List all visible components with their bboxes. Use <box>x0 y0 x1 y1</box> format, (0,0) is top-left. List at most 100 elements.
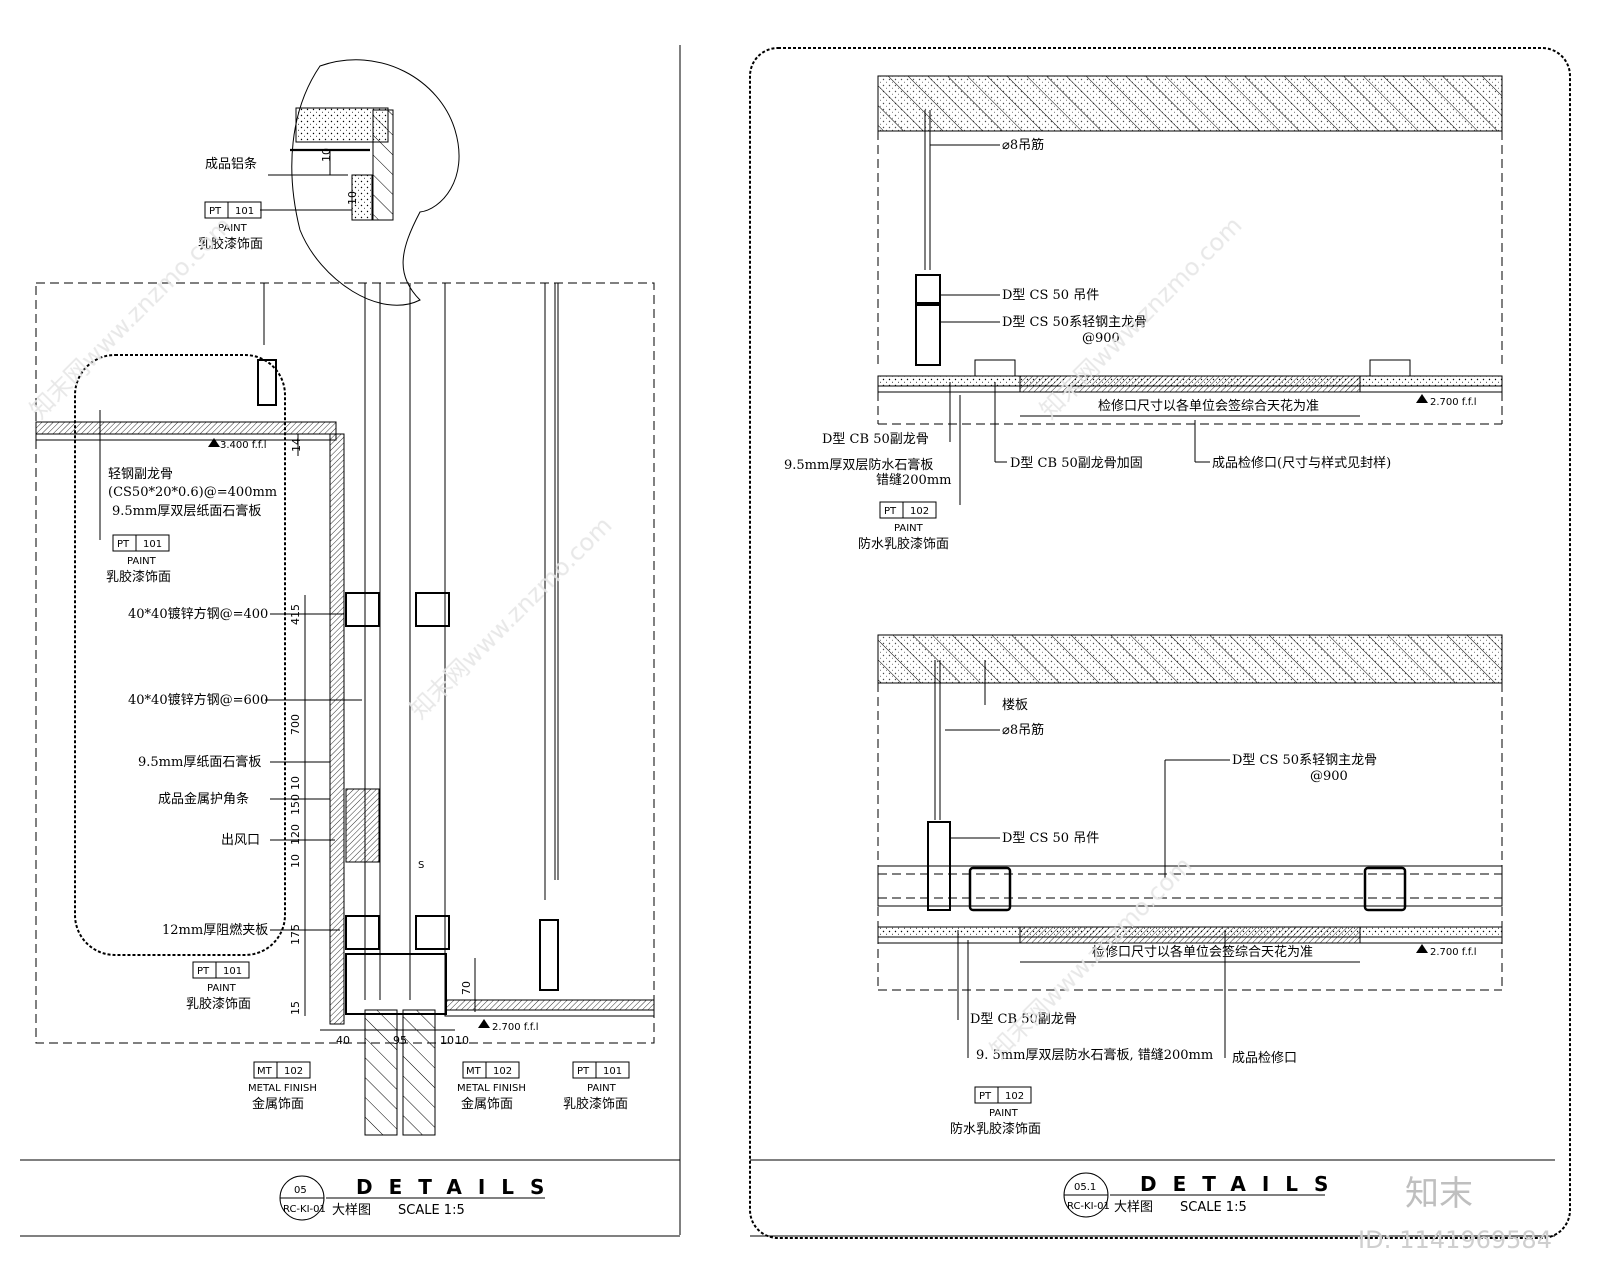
dim-150: 150 <box>289 794 302 815</box>
tag-a: PT 101 PAINT 乳胶漆饰面 <box>106 534 171 585</box>
upper-callout-stagger: 错缝200mm <box>876 473 951 488</box>
tag-num: 101 <box>603 1066 622 1077</box>
lower-callout-gypsum: 9. 5mm厚双层防水石膏板, 错缝200mm <box>976 1047 1213 1063</box>
image-id-watermark: ID: 1141969584 <box>1358 1226 1552 1254</box>
tag-code: PT <box>979 1091 992 1102</box>
level-top: 3.400 f.f.l <box>220 440 267 451</box>
tag-desc: 乳胶漆饰面 <box>563 1096 628 1112</box>
upper-callout-reinforce: D型 CB 50副龙骨加固 <box>1010 456 1143 471</box>
revision-cloud-left <box>74 354 286 956</box>
tag-sub: PAINT <box>894 523 924 534</box>
dim-70: 70 <box>460 981 473 995</box>
upper-callout-main-keel: D型 CS 50系轻钢主龙骨 <box>1002 315 1147 330</box>
callout-tube-600: 40*40镀锌方钢@=600 <box>128 692 268 708</box>
callout-light-steel-keel: 轻钢副龙骨 <box>108 467 173 482</box>
tag-c: MT 102 METAL FINISH 金属饰面 <box>248 1061 317 1112</box>
upper-level-marker <box>1416 394 1428 403</box>
upper-callout-rod: ⌀8吊筋 <box>1002 137 1044 153</box>
tag-sub: METAL FINISH <box>457 1083 526 1094</box>
tag-code: PT <box>209 206 222 217</box>
left-title-block: 05 RC-KI-01 DETAILS 大样图 SCALE 1:5 <box>279 1175 560 1221</box>
upper-callout-spacing: @900 <box>1082 331 1120 346</box>
title-word: DETAILS <box>356 1175 560 1199</box>
callout-air-outlet: 出风口 <box>221 833 260 848</box>
callout-plywood: 12mm厚阻燃夹板 <box>162 922 268 938</box>
tag-num: 102 <box>1005 1091 1024 1102</box>
callout-corner-guard: 成品金属护角条 <box>158 791 249 807</box>
dim-10-d: 10 <box>455 1034 469 1047</box>
tag-code: PT <box>577 1066 590 1077</box>
revision-cloud-right <box>749 47 1571 1239</box>
upper-level: 2.700 f.f.l <box>1430 397 1477 408</box>
tag-e: PT 101 PAINT 乳胶漆饰面 <box>563 1061 630 1112</box>
title-num: 05 <box>294 1185 307 1196</box>
tag-sub: PAINT <box>587 1083 617 1094</box>
inset-finish-tag: PT 101 PAINT 乳胶漆饰面 <box>198 201 263 252</box>
callout-keel-spec: (CS50*20*0.6)@=400mm <box>108 485 277 500</box>
tag-num: 101 <box>223 966 242 977</box>
lower-callout-access-size: 检修口尺寸以各单位会签综合天花为准 <box>1092 944 1313 960</box>
right-lower-drawing <box>877 634 1503 1058</box>
lower-callout-slab: 楼板 <box>1002 698 1028 713</box>
watermark-text: 知末网www.znzmo.com <box>24 211 237 424</box>
lower-level: 2.700 f.f.l <box>1430 947 1477 958</box>
lower-callout-sub-keel: D型 CB 50副龙骨 <box>970 1012 1077 1027</box>
tag-num: 102 <box>284 1066 303 1077</box>
left-detail-drawing <box>35 59 655 1136</box>
inset-dim-a: 10 <box>320 148 333 162</box>
tag-desc: 防水乳胶漆饰面 <box>858 536 949 552</box>
dim-10-c: 10 <box>440 1034 454 1047</box>
title-cn: 大样图 <box>1114 1200 1153 1215</box>
upper-callout-gypsum: 9.5mm厚双层防水石膏板 <box>784 457 933 473</box>
tag-code: MT <box>257 1066 273 1077</box>
upper-callout-access-size: 检修口尺寸以各单位会签综合天花为准 <box>1098 398 1319 414</box>
upper-callout-sub-keel: D型 CB 50副龙骨 <box>822 432 929 447</box>
watermark-text: 知末网www.znzmo.com <box>404 511 617 724</box>
lower-callout-spacing: @900 <box>1310 769 1348 784</box>
lower-callout-main-keel: D型 CS 50系轻钢主龙骨 <box>1232 753 1377 768</box>
dim-40: 40 <box>336 1034 350 1047</box>
inset-label-aluminum-strip: 成品铝条 <box>205 156 257 172</box>
tag-code: PT <box>884 506 897 517</box>
title-scale: SCALE 1:5 <box>398 1203 465 1218</box>
upper-callout-hanger: D型 CS 50 吊件 <box>1002 288 1099 303</box>
right-upper-drawing <box>877 75 1503 505</box>
tag-desc: 乳胶漆饰面 <box>186 996 251 1012</box>
dim-14: 14 <box>290 438 303 452</box>
tag-b: PT 101 PAINT 乳胶漆饰面 <box>186 961 251 1012</box>
callout-tube-400: 40*40镀锌方钢@=400 <box>128 606 268 622</box>
title-ref: RC-KI-01 <box>283 1204 326 1215</box>
inset-dim-b: 10 <box>346 191 359 205</box>
tag-d: MT 102 METAL FINISH 金属饰面 <box>457 1061 526 1112</box>
tag-sub: PAINT <box>218 223 248 234</box>
callout-double-gypsum: 9.5mm厚双层纸面石膏板 <box>112 503 261 519</box>
dim-700: 700 <box>289 714 302 735</box>
dim-15: 15 <box>289 1001 302 1015</box>
lower-level-marker <box>1416 944 1428 953</box>
brand-watermark: 知末 <box>1405 1174 1473 1214</box>
tag-num: 101 <box>235 206 254 217</box>
tag-code: PT <box>117 539 130 550</box>
upper-tag: PT 102 PAINT 防水乳胶漆饰面 <box>858 501 949 552</box>
lower-callout-access-panel: 成品检修口 <box>1232 1051 1297 1066</box>
callout-single-gypsum: 9.5mm厚纸面石膏板 <box>138 754 261 770</box>
lower-tag: PT 102 PAINT 防水乳胶漆饰面 <box>950 1086 1041 1137</box>
dim-10-a: 10 <box>289 776 302 790</box>
level-top-marker <box>208 438 220 447</box>
tag-sub: METAL FINISH <box>248 1083 317 1094</box>
title-scale: SCALE 1:5 <box>1180 1200 1247 1215</box>
title-num: 05.1 <box>1074 1182 1096 1193</box>
lower-callout-rod: ⌀8吊筋 <box>1002 722 1044 738</box>
dim-120: 120 <box>289 824 302 845</box>
dim-175: 175 <box>289 924 302 945</box>
dim-10-b: 10 <box>289 854 302 868</box>
tag-desc: 乳胶漆饰面 <box>198 236 263 252</box>
tag-sub: PAINT <box>207 983 237 994</box>
level-bottom-marker <box>478 1019 490 1028</box>
tag-desc: 防水乳胶漆饰面 <box>950 1121 1041 1137</box>
tag-sub: PAINT <box>989 1108 1019 1119</box>
title-ref: RC-KI-01 <box>1067 1201 1110 1212</box>
tag-num: 102 <box>493 1066 512 1077</box>
right-title-block: 05.1 RC-KI-01 DETAILS 大样图 SCALE 1:5 <box>1063 1172 1328 1218</box>
dim-95: 95 <box>393 1034 407 1047</box>
